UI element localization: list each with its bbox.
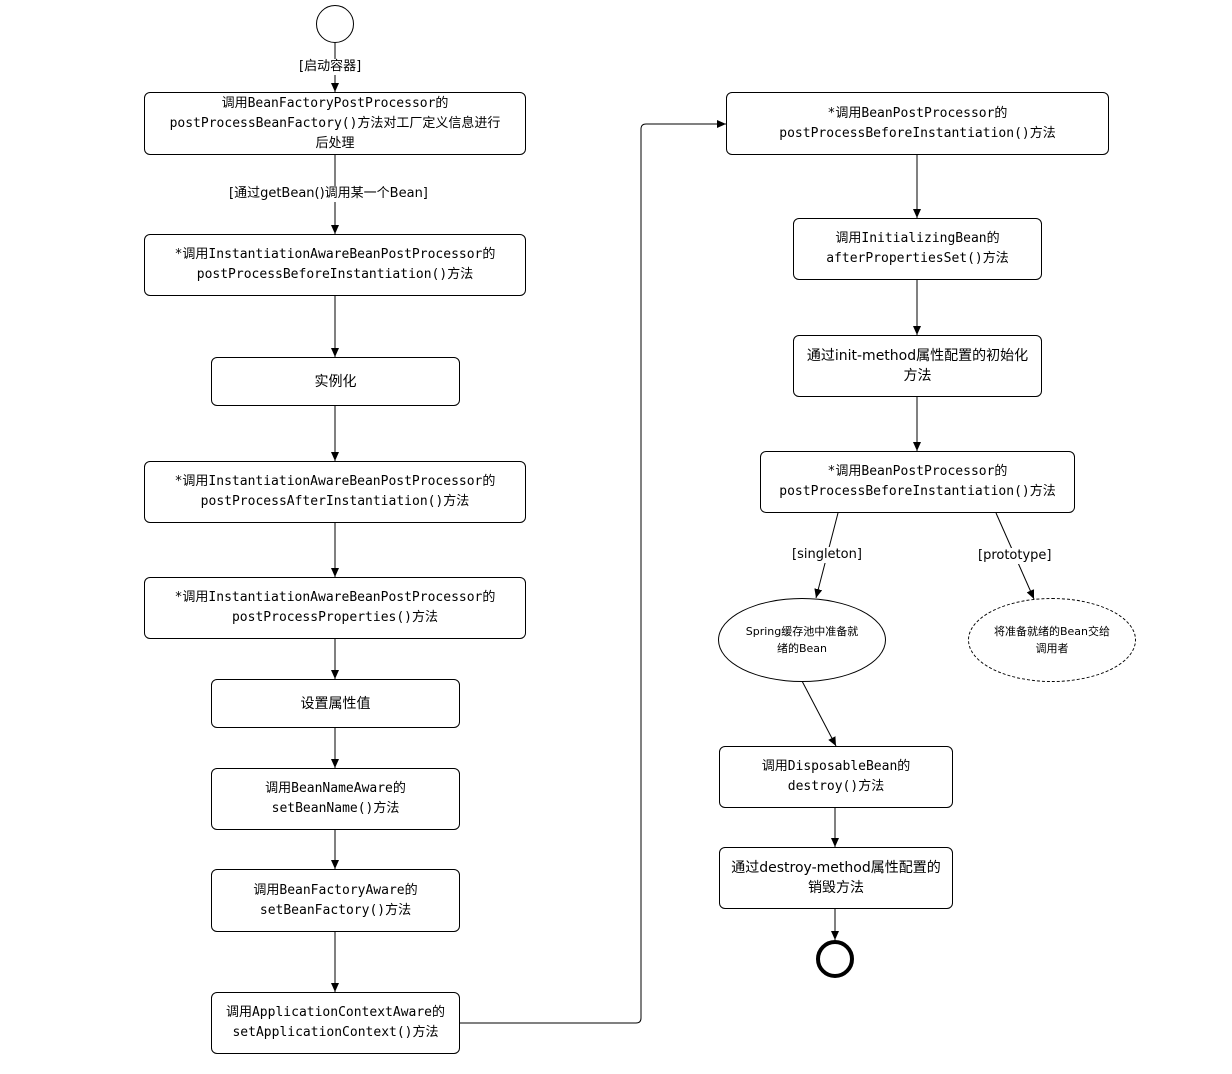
- node-singleton-cache: Spring缓存池中准备就绪的Bean: [718, 598, 886, 682]
- node-text-line: 调用BeanFactoryPostProcessor的: [221, 95, 449, 111]
- node-bean-factory-post-processor: 调用BeanFactoryPostProcessor的 postProcessBe…: [144, 92, 526, 155]
- node-bean-factory-aware: 调用BeanFactoryAware的 setBeanFactory()方法: [211, 869, 460, 932]
- edge-e1-to-r5: [801, 680, 837, 747]
- node-text-line: postProcessAfterInstantiation()方法: [200, 494, 470, 509]
- node-text-line: *调用InstantiationAwareBeanPostProcessor的: [174, 590, 496, 605]
- node-instantiate: 实例化: [211, 357, 460, 406]
- node-text-line: afterPropertiesSet()方法: [826, 251, 1009, 266]
- label-start-container: [启动容器]: [298, 59, 363, 75]
- label-prototype: [prototype]: [977, 548, 1053, 564]
- node-text-line: 通过init-method属性配置的初始化: [806, 348, 1029, 364]
- node-text-line: 销毁方法: [807, 880, 864, 896]
- label-get-bean: [通过getBean()调用某一个Bean]: [228, 186, 429, 202]
- node-text-line: 调用BeanNameAware的: [265, 781, 406, 796]
- node-text-line: postProcessBeforeInstantiation()方法: [779, 125, 1056, 141]
- node-instantiation-aware-before: *调用InstantiationAwareBeanPostProcessor的 p…: [144, 234, 526, 296]
- node-text-line: *调用BeanPostProcessor的: [827, 464, 1008, 479]
- node-text-line: *调用InstantiationAwareBeanPostProcessor的: [174, 247, 496, 262]
- node-text-line: destroy()方法: [787, 779, 885, 794]
- node-text-line: setBeanName()方法: [271, 801, 400, 816]
- node-application-context-aware: 调用ApplicationContextAware的 setApplication…: [211, 992, 460, 1054]
- node-destroy-method: 通过destroy-method属性配置的销毁方法: [719, 847, 953, 909]
- node-text-line: postProcessBeanFactory()方法对工厂定义信息进行: [169, 115, 501, 131]
- node-text-line: setBeanFactory()方法: [259, 902, 412, 918]
- node-text-line: postProcessProperties()方法: [231, 610, 438, 625]
- node-text-line: 设置属性值: [300, 695, 371, 712]
- node-text-line: 调用BeanFactoryAware的: [253, 882, 418, 898]
- end-node: [816, 940, 854, 978]
- start-node: [316, 5, 354, 43]
- node-initializing-bean: 调用InitializingBean的 afterPropertiesSet()方…: [793, 218, 1042, 280]
- node-set-property-values: 设置属性值: [211, 679, 460, 728]
- node-text-line: 后处理: [315, 135, 355, 151]
- node-instantiation-aware-after: *调用InstantiationAwareBeanPostProcessor的 p…: [144, 461, 526, 523]
- node-text-line: 绪的Bean: [776, 642, 828, 655]
- node-init-method: 通过init-method属性配置的初始化方法: [793, 335, 1042, 397]
- node-text-line: 将准备就绪的Bean交给: [993, 625, 1111, 638]
- node-bean-post-processor-before: *调用BeanPostProcessor的 postProcessBeforeIn…: [726, 92, 1109, 155]
- node-bean-post-processor-after: *调用BeanPostProcessor的 postProcessBeforeIn…: [760, 451, 1075, 513]
- node-text-line: setApplicationContext()方法: [232, 1025, 439, 1040]
- node-text-line: 通过destroy-method属性配置的: [731, 860, 941, 876]
- edge-n9-to-r1: [460, 120, 726, 1024]
- node-bean-name-aware: 调用BeanNameAware的 setBeanName()方法: [211, 768, 460, 830]
- node-text-line: 调用者: [1035, 642, 1069, 655]
- node-disposable-bean: 调用DisposableBean的 destroy()方法: [719, 746, 953, 808]
- node-text-line: 实例化: [314, 373, 357, 390]
- node-text-line: 方法: [903, 368, 932, 384]
- node-text-line: postProcessBeforeInstantiation()方法: [196, 267, 474, 282]
- node-text-line: 调用ApplicationContextAware的: [225, 1005, 445, 1020]
- node-prototype-handoff: 将准备就绪的Bean交给调用者: [968, 598, 1136, 682]
- label-singleton: [singleton]: [791, 547, 863, 563]
- node-instantiation-aware-properties: *调用InstantiationAwareBeanPostProcessor的 p…: [144, 577, 526, 639]
- node-text-line: Spring缓存池中准备就: [745, 625, 859, 638]
- node-text-line: *调用BeanPostProcessor的: [827, 105, 1008, 121]
- node-text-line: postProcessBeforeInstantiation()方法: [779, 484, 1056, 499]
- node-text-line: *调用InstantiationAwareBeanPostProcessor的: [174, 474, 496, 489]
- node-text-line: 调用DisposableBean的: [761, 759, 911, 774]
- node-text-line: 调用InitializingBean的: [835, 231, 1000, 246]
